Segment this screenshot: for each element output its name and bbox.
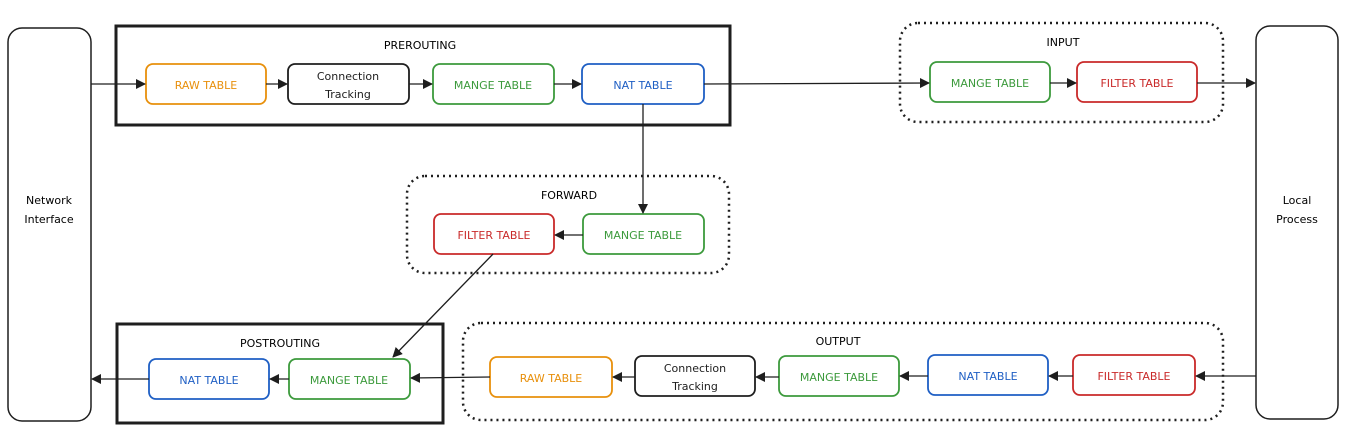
- postrouting-group: POSTROUTING: [115, 322, 445, 425]
- input-group: INPUT: [898, 21, 1225, 124]
- output-mange-table-label: MANGE TABLE: [800, 371, 878, 384]
- arrow-output-raw-to-post-mange: [410, 372, 491, 383]
- input-mange-table: MANGE TABLE: [929, 61, 1051, 103]
- output-nat-table-label: NAT TABLE: [958, 370, 1017, 383]
- prerouting-title: PREROUTING: [384, 39, 456, 52]
- prerouting-mange-table: MANGE TABLE: [432, 63, 555, 105]
- local-process-label-line1: Local: [1283, 194, 1312, 207]
- arrow-nat-to-input-mange: [703, 78, 930, 89]
- forward-mange-table: MANGE TABLE: [582, 213, 705, 255]
- local-process-label-line2: Process: [1276, 213, 1318, 226]
- output-title: OUTPUT: [816, 335, 861, 348]
- network-interface-panel: Network Interface: [7, 27, 92, 422]
- prerouting-nat-table-label: NAT TABLE: [613, 79, 672, 92]
- prerouting-nat-table: NAT TABLE: [581, 63, 705, 105]
- input-filter-table-label: FILTER TABLE: [1100, 77, 1173, 90]
- output-connection-tracking: Connection Tracking: [634, 355, 756, 397]
- prerouting-raw-table-label: RAW TABLE: [175, 79, 238, 92]
- prerouting-mange-table-label: MANGE TABLE: [454, 79, 532, 92]
- forward-group: FORWARD: [405, 174, 731, 275]
- postrouting-nat-table: NAT TABLE: [148, 358, 270, 400]
- input-filter-table: FILTER TABLE: [1076, 61, 1198, 103]
- network-interface-label-line2: Interface: [24, 213, 73, 226]
- local-process-panel: Local Process: [1255, 25, 1339, 420]
- prerouting-connection-label-line2: Tracking: [324, 88, 371, 101]
- output-nat-table: NAT TABLE: [927, 354, 1049, 396]
- output-raw-table-label: RAW TABLE: [520, 372, 583, 385]
- output-mange-table: MANGE TABLE: [778, 355, 900, 397]
- arrow-forward-filter-to-post-mange: [392, 253, 494, 358]
- forward-title: FORWARD: [541, 189, 597, 202]
- prerouting-raw-table: RAW TABLE: [145, 63, 267, 105]
- output-connection-label-line1: Connection: [664, 362, 726, 375]
- postrouting-mange-table: MANGE TABLE: [288, 358, 411, 400]
- prerouting-group: PREROUTING: [114, 24, 732, 127]
- postrouting-title: POSTROUTING: [240, 337, 320, 350]
- output-raw-table: RAW TABLE: [489, 356, 613, 398]
- network-interface-label-line1: Network: [26, 194, 73, 207]
- input-mange-table-label: MANGE TABLE: [951, 77, 1029, 90]
- input-title: INPUT: [1047, 36, 1080, 49]
- output-filter-table-label: FILTER TABLE: [1097, 370, 1170, 383]
- output-filter-table: FILTER TABLE: [1072, 354, 1196, 396]
- output-group: OUTPUT: [461, 321, 1225, 422]
- forward-mange-table-label: MANGE TABLE: [604, 229, 682, 242]
- postrouting-nat-table-label: NAT TABLE: [179, 374, 238, 387]
- output-connection-label-line2: Tracking: [671, 380, 718, 393]
- prerouting-connection-tracking: Connection Tracking: [287, 63, 410, 105]
- forward-filter-table-label: FILTER TABLE: [457, 229, 530, 242]
- prerouting-connection-label-line1: Connection: [317, 70, 379, 83]
- postrouting-mange-table-label: MANGE TABLE: [310, 374, 388, 387]
- forward-filter-table: FILTER TABLE: [433, 213, 555, 255]
